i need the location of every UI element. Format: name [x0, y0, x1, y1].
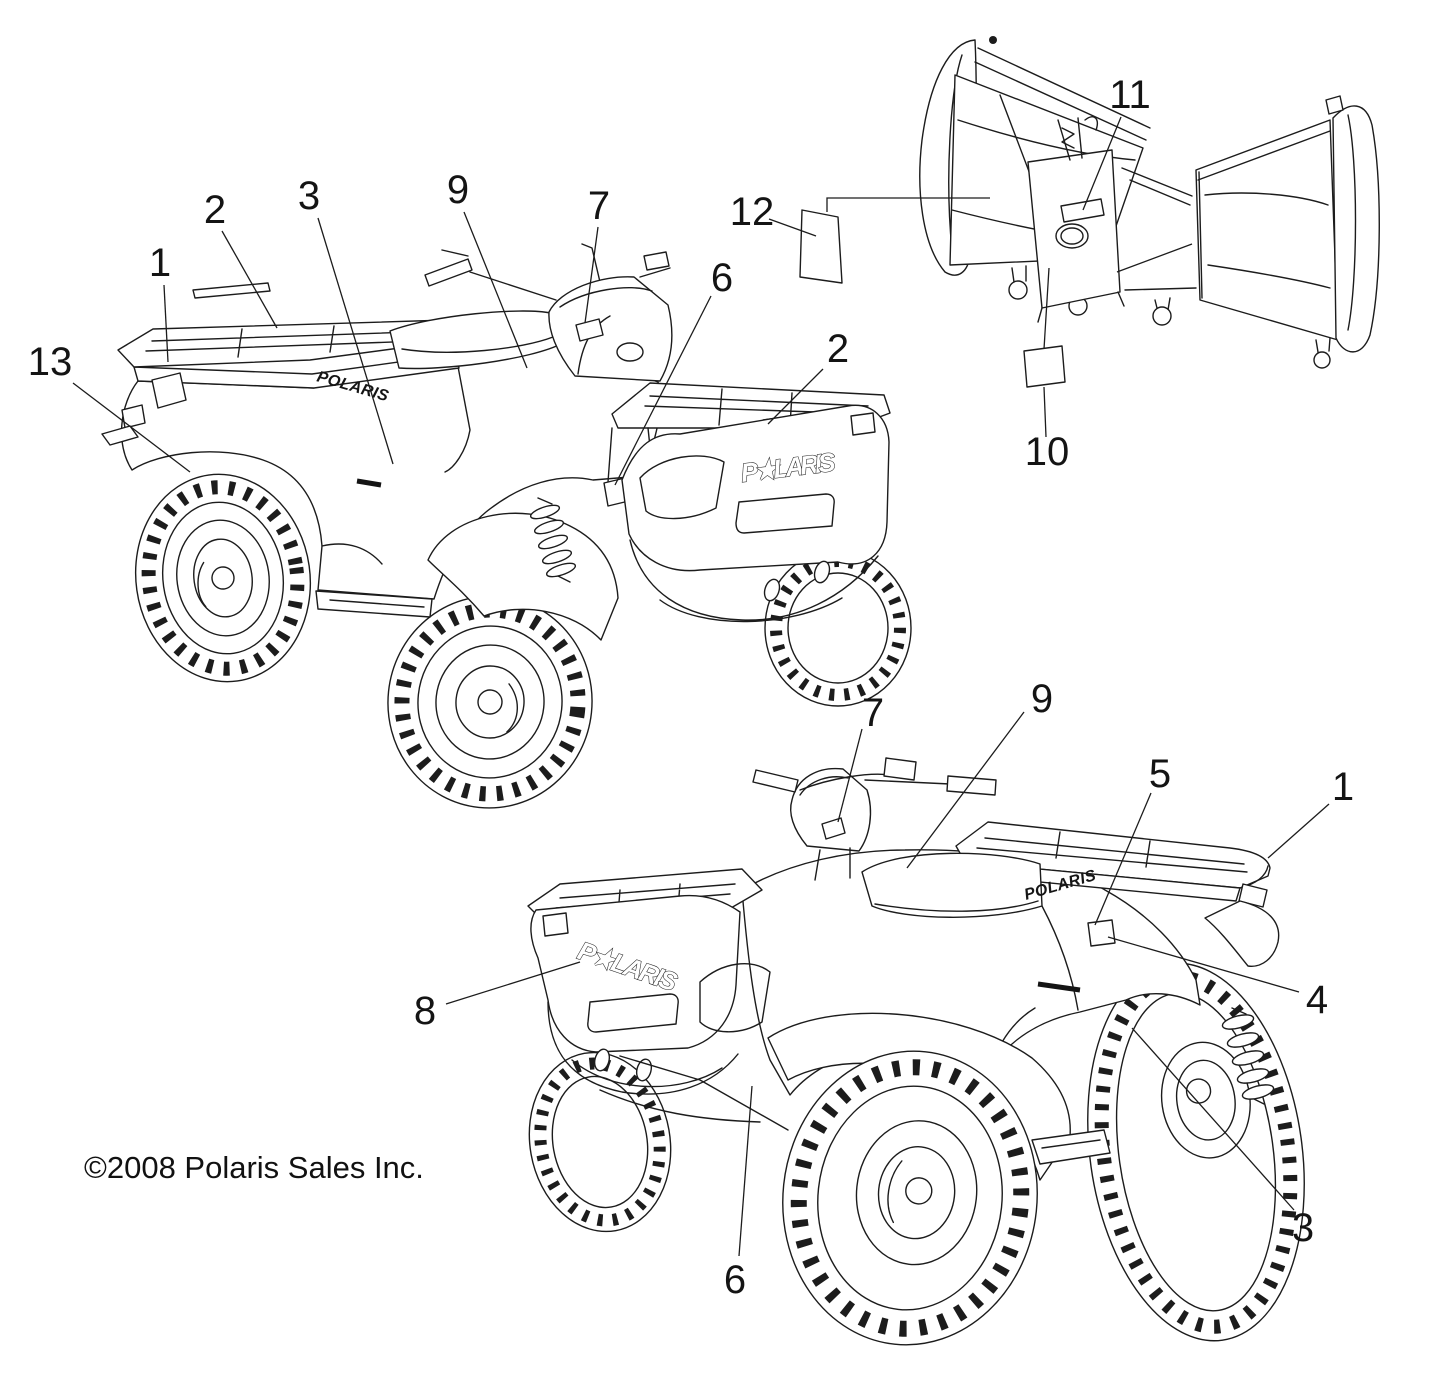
decal-4-side-streak — [1037, 981, 1081, 993]
callout-leader-top-2-front — [767, 368, 824, 425]
callout-leader-bottom-9 — [906, 711, 1025, 869]
bottom-atv-front-bumper — [530, 894, 741, 1053]
top-atv-rear-rack-side — [133, 353, 460, 389]
plow-blade-assembly — [799, 36, 1380, 388]
top-atv-bumper-light — [850, 412, 876, 436]
connector-plow-alignment — [1116, 243, 1193, 273]
callout-bottom-3: 3 — [1292, 1206, 1314, 1250]
bottom-atv-seat — [861, 852, 1043, 918]
callout-leader-plow-11 — [1082, 116, 1122, 211]
callout-bottom-5: 5 — [1149, 752, 1171, 796]
connector-decal10-pointer — [1043, 267, 1050, 350]
callout-top-6: 6 — [711, 256, 733, 300]
callout-top-2: 2 — [204, 188, 226, 232]
callout-top-13: 13 — [28, 340, 73, 384]
callout-leader-bottom-8 — [445, 961, 581, 1005]
callout-top-2-front: 2 — [827, 327, 849, 371]
callout-plow-12: 12 — [730, 190, 775, 234]
callout-leader-top-2 — [221, 230, 278, 329]
top-atv-footboard — [315, 590, 433, 618]
callout-leader-plow-12 — [768, 218, 817, 237]
callout-leader-plow-10 — [1043, 386, 1047, 438]
callout-plow-10: 10 — [1025, 430, 1070, 474]
callout-top-1: 1 — [149, 241, 171, 285]
top-atv-front-shock — [529, 497, 577, 583]
plow-center-frame — [1023, 116, 1197, 388]
callout-bottom-7: 7 — [862, 691, 884, 735]
callout-leader-bottom-5 — [1094, 792, 1152, 926]
callout-leader-bottom-3 — [1131, 1027, 1295, 1211]
callout-leader-bottom-6 — [738, 1085, 753, 1257]
callout-top-7: 7 — [588, 184, 610, 228]
top-atv-front-fender — [427, 512, 619, 641]
bottom-atv-rear-fender — [1204, 900, 1280, 967]
callout-bottom-9: 9 — [1031, 677, 1053, 721]
decal-3-side-streak — [356, 478, 382, 488]
top-atv-front-bumper — [621, 404, 890, 572]
callout-leader-top-9 — [463, 211, 528, 369]
callout-bottom-1: 1 — [1332, 765, 1354, 809]
copyright-text: ©2008 Polaris Sales Inc. — [84, 1150, 424, 1185]
bottom-atv-illustration — [527, 757, 1305, 1346]
top-atv-far-front-wheel — [764, 549, 912, 707]
connector-decal12-pointer — [826, 197, 990, 212]
plow-right-blade — [1195, 95, 1380, 369]
top-atv-rear-fascia-light — [121, 404, 146, 429]
decal-11 — [1060, 198, 1105, 223]
top-atv-fender-box — [151, 372, 187, 409]
callout-top-3: 3 — [298, 174, 320, 218]
callout-plow-11: 11 — [1109, 73, 1151, 117]
callout-bottom-8: 8 — [414, 989, 436, 1033]
callout-leader-top-13 — [72, 382, 191, 473]
decal-10 — [1023, 345, 1066, 388]
top-atv-illustration — [101, 243, 912, 809]
top-atv-front-wheel — [387, 595, 593, 809]
decal-13-warning — [101, 425, 139, 446]
top-atv-handlebars — [424, 243, 671, 301]
callout-bottom-6: 6 — [724, 1258, 746, 1302]
bottom-atv-handlebars — [752, 757, 997, 796]
callout-leader-top-1 — [163, 284, 169, 363]
bottom-atv-taillight — [1238, 883, 1268, 908]
bottom-atv-far-front-wheel — [528, 1051, 672, 1233]
bottom-atv-bumper-light — [542, 912, 569, 937]
callout-leader-bottom-4 — [1107, 936, 1300, 993]
bottom-atv-rear-shock — [1221, 1007, 1275, 1105]
bottom-atv-footboard — [1031, 1129, 1111, 1165]
callout-leader-top-6 — [614, 295, 712, 486]
callout-leader-bottom-7 — [837, 728, 863, 823]
callout-leader-top-3 — [317, 217, 394, 465]
decal-7-pod-bottom — [821, 817, 846, 840]
callout-top-9: 9 — [447, 168, 469, 212]
decal-5-side — [1087, 919, 1116, 947]
decal-2-strip — [192, 282, 271, 299]
callout-bottom-4: 4 — [1306, 978, 1328, 1022]
top-atv-pod — [548, 276, 673, 382]
top-atv-rear-wheel — [134, 473, 312, 683]
bottom-atv-front-wheel — [782, 1050, 1038, 1346]
callout-leader-top-7 — [584, 226, 599, 324]
callout-leader-bottom-1 — [1267, 803, 1330, 859]
decal-12 — [799, 209, 843, 284]
bottom-atv-pod — [789, 767, 872, 852]
decal-7-pod-top — [575, 318, 604, 342]
